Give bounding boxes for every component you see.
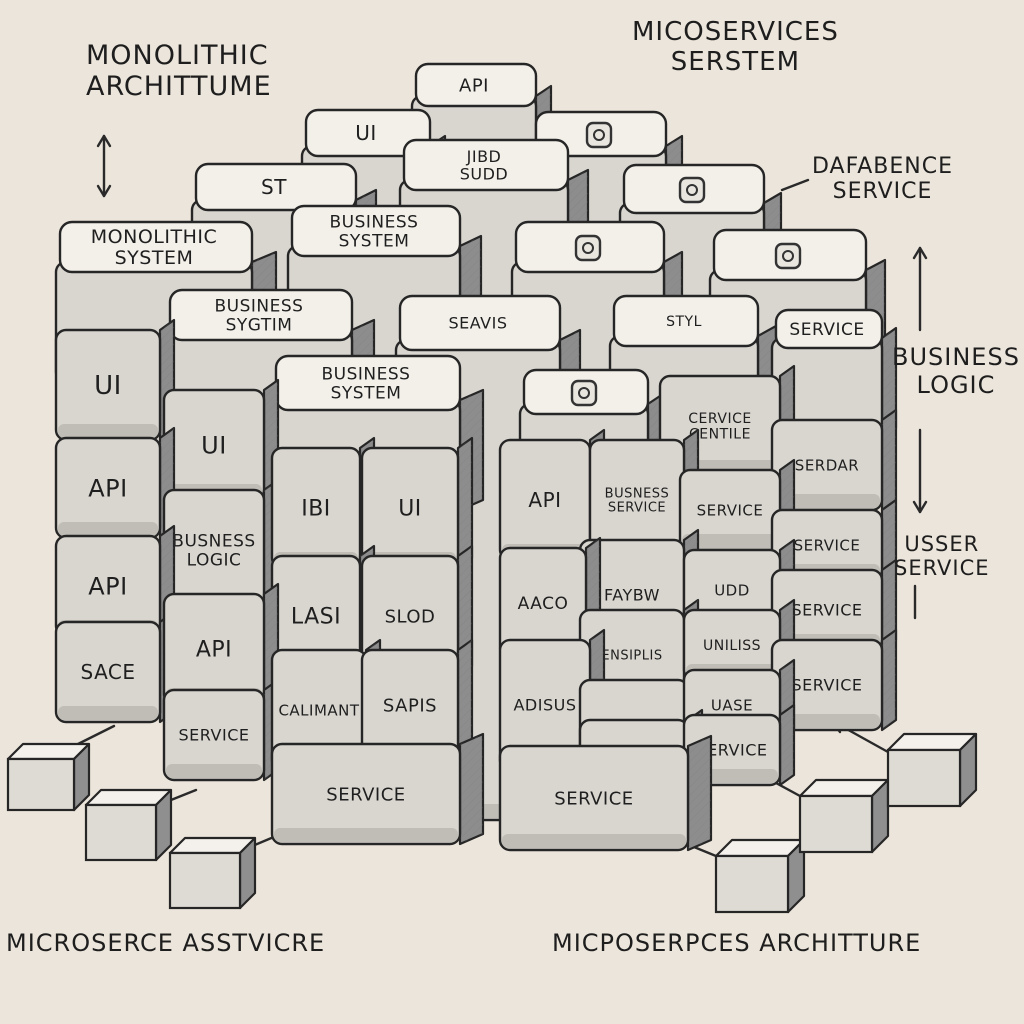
block-serdar: SERDAR <box>770 408 898 512</box>
block-text: SEAVIS <box>448 314 507 333</box>
block-api-3: API <box>54 524 176 638</box>
block-text: CERVICE <box>688 411 751 427</box>
block-text: SUDD <box>460 164 509 183</box>
block-service-r4: SERVICE <box>770 628 898 732</box>
small-cube-6 <box>886 732 978 808</box>
gear-icon <box>678 176 706 204</box>
block-text: SERVICE <box>792 601 863 620</box>
block-service-r1: SERVICE <box>770 308 898 440</box>
block-text: BUSINESS <box>322 365 411 385</box>
block-api-1: API <box>54 426 176 540</box>
block-text: SERVICE <box>789 320 864 340</box>
block-text: API <box>88 572 127 600</box>
block-text: SYSTEM <box>115 247 194 269</box>
connector-line <box>912 500 928 514</box>
user-service-label: USSER SERVICE <box>894 532 990 581</box>
block-text: AACO <box>518 594 569 614</box>
block-text: BUSINESS <box>215 297 304 317</box>
block-text: CALIMANT <box>278 701 359 719</box>
gear-icon <box>585 121 613 149</box>
block-text: API <box>88 474 127 502</box>
monolithic-architecture-label: MONOLITHIC ARCHITTUME <box>86 40 272 103</box>
block-ui-1: UI <box>54 318 176 442</box>
block-text: CENTILE <box>689 427 751 443</box>
bottom-left-label: MICROSERCE ASSTVICRE <box>6 929 326 957</box>
block-text: BUSINESS <box>330 213 419 233</box>
block-text: LOGIC <box>187 550 242 570</box>
block-sapis: SAPIS <box>360 638 474 762</box>
block-text: SYSTEM <box>331 383 402 403</box>
microservices-system-label: MICOSERVICES SERSTEM <box>632 17 839 77</box>
block-text: BUSNESS <box>172 532 255 552</box>
small-cube-3 <box>168 836 257 910</box>
block-slod: SLOD <box>360 544 474 678</box>
gear-icon <box>774 242 802 270</box>
gear-icon <box>570 379 598 407</box>
block-api-4: API <box>162 582 280 706</box>
block-text: UDD <box>714 581 750 599</box>
block-text: API <box>528 488 561 512</box>
block-text: ST <box>261 175 287 199</box>
block-sace: SACE <box>54 610 176 724</box>
block-ui-3: UI <box>360 436 474 570</box>
small-cube-1 <box>6 742 91 812</box>
block-text: JIBD <box>466 147 502 166</box>
block-text: UI <box>355 121 377 145</box>
block-text: SERVICE <box>179 726 250 745</box>
block-service-2: SERVICE <box>270 732 485 846</box>
block-text: UASE <box>711 696 753 714</box>
block-text: SYSTEM <box>339 231 410 251</box>
block-text: SACE <box>81 660 136 684</box>
block-service-r3: SERVICE <box>770 558 898 652</box>
block-ui-2: UI <box>162 378 280 502</box>
bottom-right-label: MICPOSERPCES ARCHITTURE <box>552 929 922 957</box>
dafabence-service-label: DAFABENCE SERVICE <box>812 154 953 205</box>
block-text: SERVICE <box>697 501 764 519</box>
block-text: UNILISS <box>703 638 761 654</box>
block-text: SERVICE <box>792 676 863 695</box>
business-logic-label: BUSINESS LOGIC <box>892 343 1020 399</box>
small-cube-5 <box>798 778 890 854</box>
block-text: FAYBW <box>604 586 660 605</box>
block-text: SERVICE <box>697 741 768 760</box>
block-service-1: SERVICE <box>162 678 280 782</box>
block-text: IBI <box>301 497 331 522</box>
block-ibi: IBI <box>270 436 376 570</box>
gear-icon <box>574 234 602 262</box>
block-text: API <box>459 75 489 96</box>
connector-line <box>76 724 116 746</box>
block-text: SAPIS <box>383 695 437 716</box>
block-text: SYGTIM <box>226 315 293 335</box>
block-text: MONOLITHIC <box>91 226 217 248</box>
block-text: STYL <box>666 314 702 330</box>
small-cube-2 <box>84 788 173 862</box>
block-text: BUSNESS <box>605 486 670 501</box>
block-text: ADISUS <box>513 696 576 715</box>
block-text: SERVICE <box>326 784 405 805</box>
block-text: ENSIPLIS <box>601 649 662 664</box>
connector-line <box>912 246 928 260</box>
small-cubes-layer <box>6 732 978 914</box>
block-text: SERDAR <box>795 456 859 474</box>
block-text: UI <box>94 371 122 401</box>
block-text: LASI <box>291 605 341 630</box>
connector-line <box>96 134 112 148</box>
block-text: API <box>196 638 232 663</box>
blocks-layer: APIUISTJIBDSUDDMONOLITHICSYSTEMBUSINESSS… <box>54 62 898 852</box>
block-text: UI <box>398 497 422 522</box>
block-service-3: SERVICE <box>498 734 713 852</box>
connector-line <box>780 178 810 192</box>
block-text: UI <box>201 431 227 459</box>
block-text: SERVICE <box>608 501 666 516</box>
small-cube-4 <box>714 838 806 914</box>
block-text: SERVICE <box>794 536 861 554</box>
block-text: SLOD <box>385 606 436 627</box>
connector-line <box>96 184 112 198</box>
block-text: SERVICE <box>554 788 633 809</box>
